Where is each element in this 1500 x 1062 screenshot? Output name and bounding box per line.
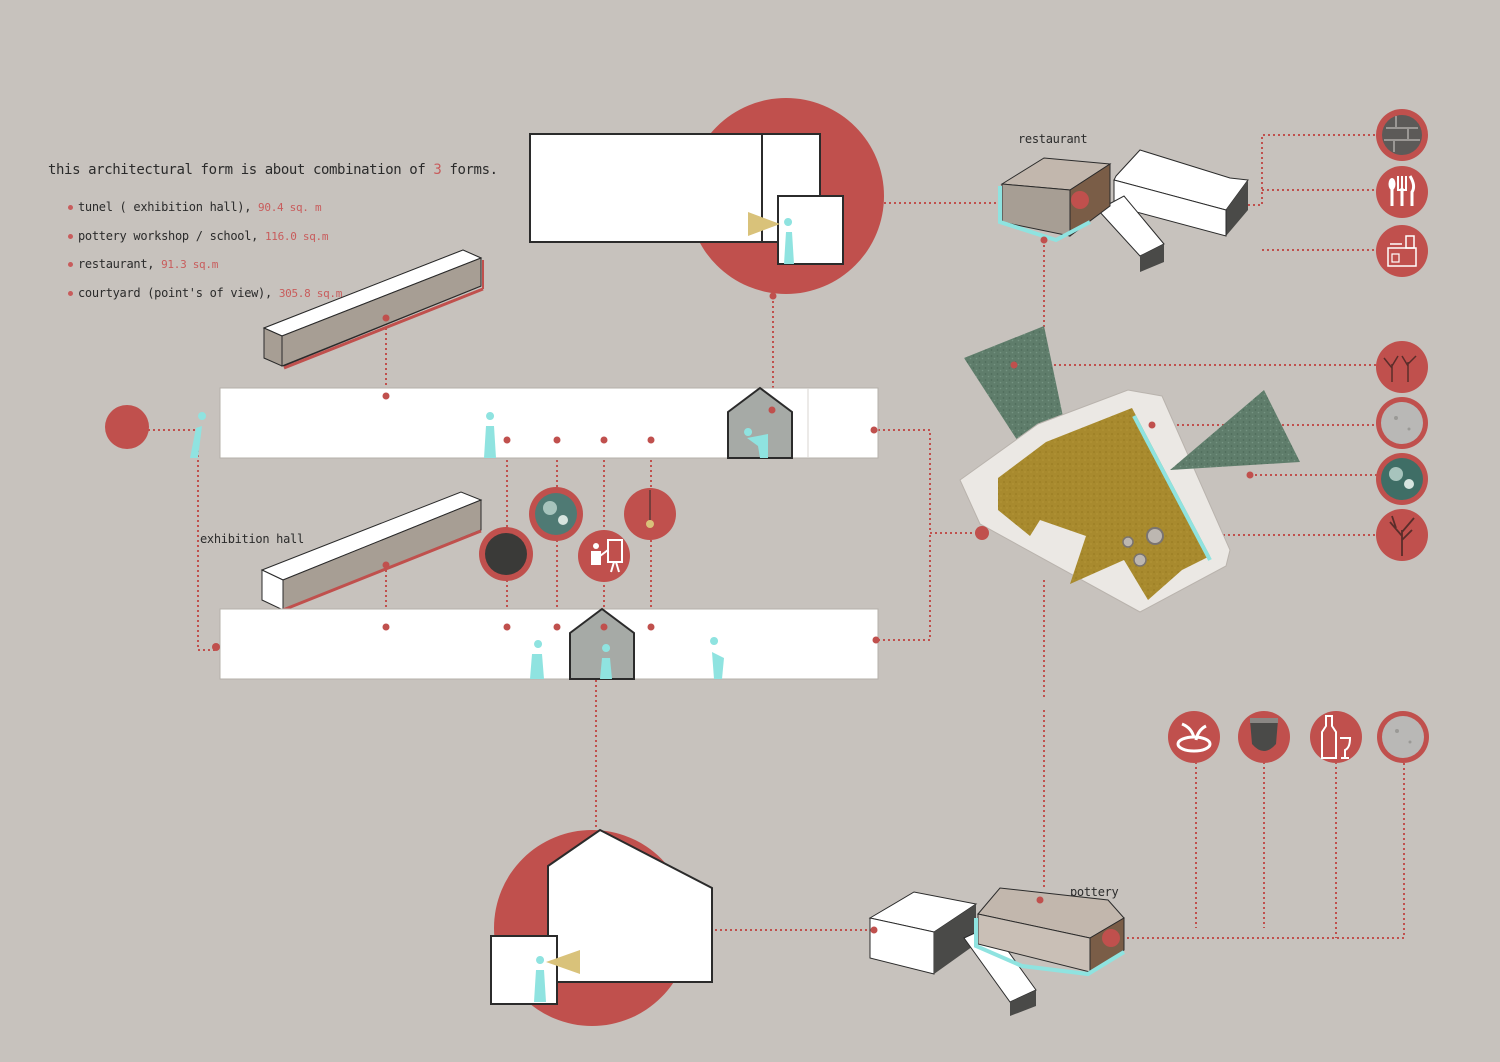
restaurant-axonometric — [998, 149, 1249, 272]
exhibition-elevation-top — [190, 386, 879, 459]
restaurant-label: restaurant — [1018, 132, 1088, 146]
wine-bottle-icon — [1310, 711, 1362, 763]
person-figure — [534, 956, 546, 1002]
concrete-texture-icon — [1376, 397, 1428, 449]
person-figure — [190, 412, 207, 458]
pottery-axonometric — [868, 887, 1126, 1016]
entry-circle — [105, 405, 149, 449]
restaurant-icons — [1376, 109, 1428, 277]
dark-stone-icon — [479, 527, 533, 581]
tree-group-icon — [1376, 341, 1428, 393]
painter-icon — [578, 530, 630, 582]
legend-item-restaurant: restaurant, 91.3 sq.m — [68, 257, 342, 286]
single-tree-icon — [1376, 509, 1428, 561]
person-figure — [710, 637, 724, 679]
intro-text: this architectural form is about combina… — [48, 162, 498, 178]
legend-item-pottery: pottery workshop / school, 116.0 sq.m — [68, 229, 342, 258]
program-legend: tunel ( exhibition hall), 90.4 sq. m pot… — [68, 200, 342, 314]
person-figure — [484, 412, 496, 458]
legend-item-courtyard: courtyard (point's of view), 305.8 sq.m — [68, 286, 342, 315]
pottery-label: pottery — [1070, 885, 1119, 899]
clay-pot-icon — [1238, 711, 1290, 763]
tunnel-axonometric-top — [262, 249, 484, 370]
tunnel-axonometric-exhibition — [260, 491, 483, 612]
bottom-section-drawing — [490, 828, 713, 1026]
pottery-icons — [1168, 711, 1429, 763]
kitchen-icon — [1376, 225, 1428, 277]
person-figure — [530, 640, 544, 679]
forms-count: 3 — [433, 162, 442, 178]
water-texture-icon — [1376, 453, 1428, 505]
concrete-texture-icon — [1377, 711, 1429, 763]
courtyard-plan — [959, 326, 1300, 613]
clay-hands-icon — [1168, 711, 1220, 763]
water-texture-icon — [529, 487, 583, 541]
legend-item-tunnel: tunel ( exhibition hall), 90.4 sq. m — [68, 200, 342, 229]
exhibition-items — [479, 487, 676, 582]
person-figure — [784, 218, 794, 264]
courtyard-icons — [1376, 341, 1428, 561]
exhibition-elevation-bottom — [212, 607, 880, 680]
cutlery-icon — [1376, 166, 1428, 218]
top-section-drawing — [529, 98, 884, 300]
pendant-lamp-icon — [624, 488, 676, 540]
stone-wall-icon — [1376, 109, 1428, 161]
exhibition-hall-label: exhibition hall — [200, 532, 304, 546]
